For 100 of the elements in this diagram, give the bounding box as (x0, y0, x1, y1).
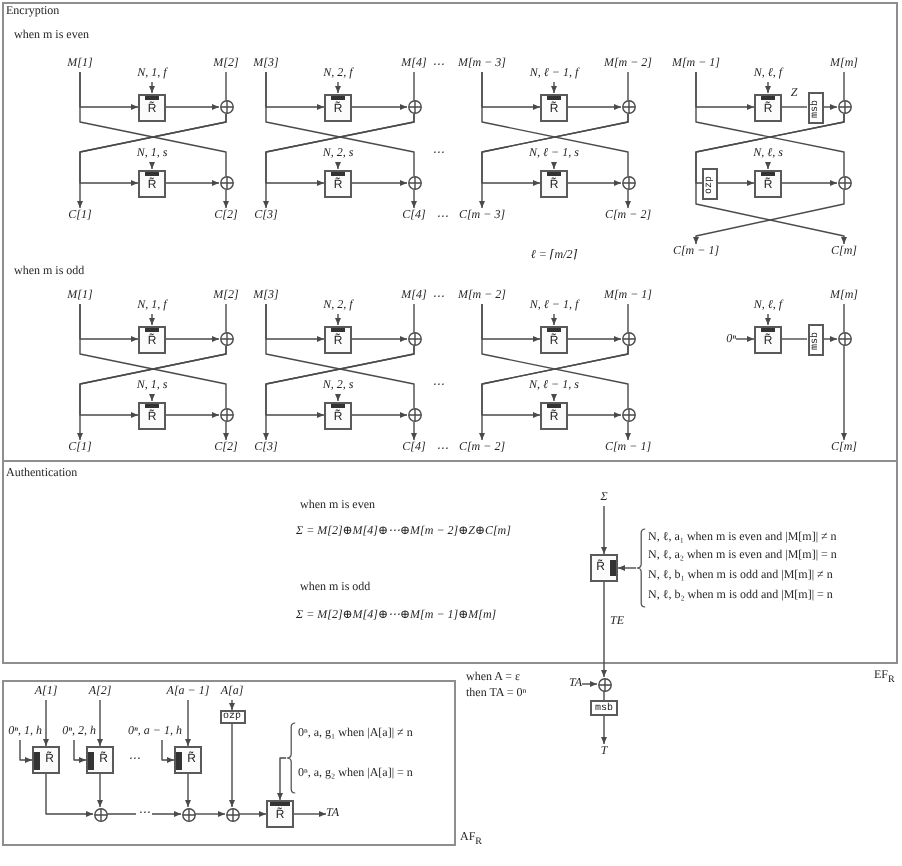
arrow (717, 179, 755, 187)
xor-icon (219, 408, 233, 422)
arrow (478, 345, 629, 441)
arrow (96, 773, 104, 808)
arrow (222, 421, 230, 441)
connector-line (481, 303, 629, 409)
xor-icon (621, 332, 635, 346)
connector-line (627, 71, 629, 101)
cipher-box (590, 554, 618, 582)
arrow (19, 739, 33, 764)
arrow (781, 179, 838, 187)
cipher-box (138, 169, 166, 197)
arrow (194, 810, 226, 818)
arrow (478, 113, 629, 209)
arrow (334, 161, 342, 170)
connector-line (413, 71, 415, 101)
arrow (764, 81, 772, 94)
connector-line (265, 71, 415, 177)
cipher-box (324, 401, 352, 429)
xor-icon (621, 176, 635, 190)
arrow (165, 179, 220, 187)
arrow (184, 773, 192, 808)
cipher-box (324, 93, 352, 121)
cipher-box (138, 401, 166, 429)
arrow (96, 699, 104, 747)
xor-icon (407, 332, 421, 346)
xor-icon (837, 332, 851, 346)
arrow (550, 313, 558, 326)
arrow (222, 189, 230, 209)
cipher-box (324, 169, 352, 197)
arrow (238, 810, 267, 818)
xor-icon (225, 807, 239, 821)
connector-line (627, 303, 629, 333)
arrow (334, 313, 342, 326)
connector-line (781, 106, 808, 108)
arrow (334, 393, 342, 402)
xor-icon (93, 807, 107, 821)
arrow (351, 179, 408, 187)
arrow (600, 715, 608, 745)
arrow (410, 189, 418, 209)
arrow (822, 103, 838, 111)
connector-line (225, 303, 227, 333)
xor-icon (407, 100, 421, 114)
connector-line (265, 303, 415, 409)
arrow (410, 421, 418, 441)
arrow (692, 189, 845, 245)
arrow (764, 313, 772, 326)
arrow (600, 581, 608, 678)
arrow (165, 335, 220, 343)
cipher-box (754, 93, 782, 121)
arrow (822, 335, 838, 343)
cipher-box (86, 746, 114, 774)
arrow (148, 313, 156, 326)
arrow (351, 411, 408, 419)
xor-icon (219, 332, 233, 346)
connector-line (843, 71, 845, 101)
arrow (617, 564, 637, 572)
arrow (695, 113, 848, 245)
cipher-box (540, 325, 568, 353)
arrow (351, 103, 408, 111)
cipher-box (754, 325, 782, 353)
arrow (276, 757, 287, 801)
arrow (76, 345, 227, 441)
arrow (840, 345, 848, 441)
arrow (262, 113, 415, 209)
xor-icon (597, 677, 611, 691)
arrow (106, 810, 182, 818)
connector-line (603, 690, 605, 701)
cipher-box (138, 325, 166, 353)
cipher-box (266, 800, 294, 828)
arrow (351, 335, 408, 343)
arrow (228, 699, 236, 711)
cipher-box (540, 401, 568, 429)
arrow (567, 335, 622, 343)
cipher-box (540, 93, 568, 121)
xor-icon (219, 176, 233, 190)
arrow (45, 773, 94, 818)
arrow (148, 81, 156, 94)
arrow (600, 505, 608, 555)
arrow (148, 393, 156, 402)
arrow (293, 810, 327, 818)
arrow (76, 113, 227, 209)
arrow (581, 680, 598, 688)
connector-line (225, 71, 227, 101)
arrow (165, 103, 220, 111)
arrow (624, 421, 632, 441)
cipher-box (754, 169, 782, 197)
xor-icon (219, 100, 233, 114)
arrow (228, 723, 236, 808)
connector-line (481, 71, 629, 177)
xor-icon (407, 408, 421, 422)
xor-icon (621, 408, 635, 422)
arrow (764, 161, 772, 170)
arrow (161, 739, 175, 764)
arrow (735, 335, 755, 343)
arrow (73, 739, 87, 764)
arrow (567, 411, 622, 419)
xor-icon (837, 100, 851, 114)
arrow (624, 189, 632, 209)
xor-icon (407, 176, 421, 190)
